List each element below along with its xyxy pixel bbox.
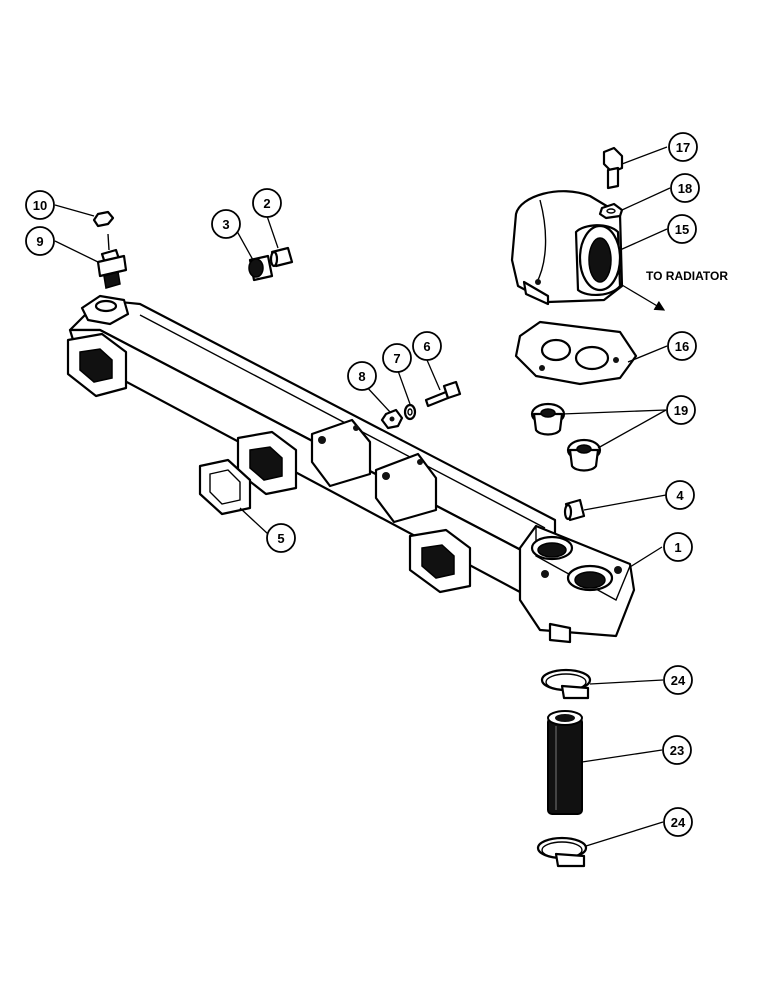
callout-1-label: 1: [674, 540, 681, 555]
callout-2: 2: [252, 188, 282, 218]
bypass-hose: [547, 710, 583, 815]
washer-7: [403, 403, 417, 421]
elbow-bolt: [602, 146, 624, 190]
callout-16: 16: [667, 331, 697, 361]
callout-18: 18: [670, 173, 700, 203]
callout-24-upper-label: 24: [671, 673, 686, 688]
callout-6-label: 6: [423, 339, 430, 354]
hose-clamp-upper: [540, 668, 592, 700]
callout-8-label: 8: [358, 369, 365, 384]
callout-17-label: 17: [676, 140, 690, 155]
callout-18-label: 18: [678, 181, 692, 196]
callout-10: 10: [25, 190, 55, 220]
callout-5: 5: [266, 523, 296, 553]
callout-8: 8: [347, 361, 377, 391]
callout-3: 3: [211, 209, 241, 239]
callout-9: 9: [25, 226, 55, 256]
hose-clamp-lower: [536, 836, 588, 868]
sender-nut: [92, 210, 115, 228]
callout-2-label: 2: [263, 196, 270, 211]
callout-15: 15: [667, 214, 697, 244]
callout-23-label: 23: [670, 743, 684, 758]
callout-7: 7: [382, 343, 412, 373]
nut-8: [380, 408, 404, 430]
callout-9-label: 9: [36, 234, 43, 249]
leader-lines: [54, 146, 671, 847]
temperature-sender: [96, 233, 128, 289]
callout-5-label: 5: [277, 531, 284, 546]
callout-1: 1: [663, 532, 693, 562]
callout-6: 6: [412, 331, 442, 361]
callout-24-lower: 24: [663, 807, 693, 837]
callout-16-label: 16: [675, 339, 689, 354]
callout-4: 4: [665, 480, 695, 510]
callout-4-label: 4: [676, 488, 684, 503]
callout-19: 19: [666, 395, 696, 425]
callout-24-lower-label: 24: [671, 815, 686, 830]
plug-4: [563, 498, 586, 522]
water-manifold: [66, 294, 636, 644]
thermostat-lower: [566, 438, 602, 472]
callout-24-upper: 24: [663, 665, 693, 695]
plug-2: [269, 246, 294, 268]
callout-17: 17: [668, 132, 698, 162]
callout-3-label: 3: [222, 217, 229, 232]
callout-15-label: 15: [675, 222, 689, 237]
callout-10-label: 10: [33, 198, 47, 213]
to-radiator-note: TO RADIATOR: [646, 269, 728, 283]
thermostat-gasket: [514, 320, 638, 386]
bolt-6: [424, 380, 462, 408]
elbow-washer: [598, 202, 624, 220]
plug-3: [248, 254, 274, 282]
callout-19-label: 19: [674, 403, 688, 418]
callout-23: 23: [662, 735, 692, 765]
manifold-gasket: [198, 458, 252, 516]
water-outlet-elbow: [510, 190, 624, 306]
thermostat-upper: [530, 402, 566, 436]
callout-7-label: 7: [393, 351, 400, 366]
